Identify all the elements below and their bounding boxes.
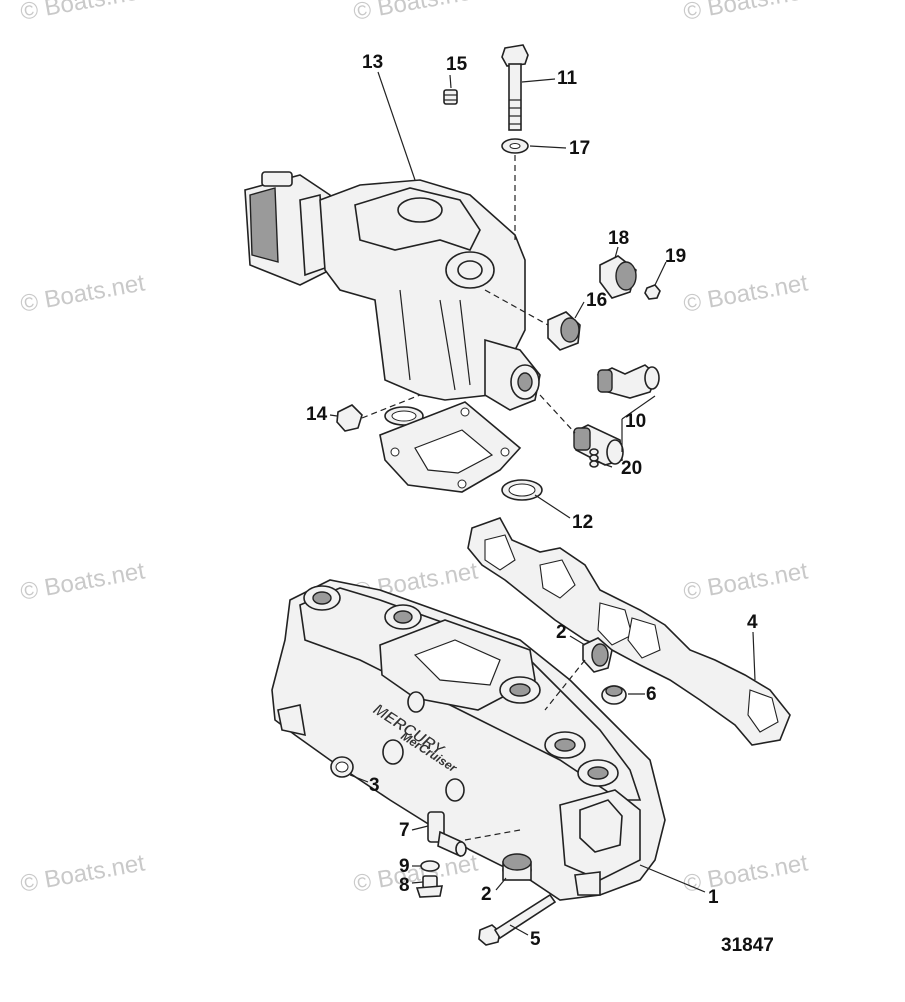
callout-6: 6 bbox=[646, 684, 657, 705]
callout-8: 8 bbox=[399, 875, 410, 896]
set-screw-15 bbox=[443, 89, 458, 105]
elbow-assembly bbox=[244, 171, 541, 411]
watermark: © Boats.net bbox=[681, 269, 810, 317]
washer-9 bbox=[420, 860, 440, 872]
fitting-10-lower bbox=[573, 424, 624, 466]
callout-10: 10 bbox=[625, 411, 646, 432]
callout-16: 16 bbox=[586, 290, 607, 311]
watermark: © Boats.net bbox=[18, 269, 147, 317]
callout-5: 5 bbox=[530, 929, 541, 950]
gasket-plate bbox=[379, 401, 522, 493]
leader-lines bbox=[329, 71, 756, 936]
manifold-gasket-4 bbox=[467, 517, 791, 746]
callout-18: 18 bbox=[608, 228, 629, 249]
bolt-5 bbox=[478, 893, 557, 946]
callout-9: 9 bbox=[399, 856, 410, 877]
callout-20: 20 bbox=[621, 458, 642, 479]
callout-17: 17 bbox=[569, 138, 590, 159]
figure-number: 31847 bbox=[721, 935, 774, 956]
bolt-11 bbox=[501, 44, 529, 131]
fitting-16 bbox=[547, 311, 581, 351]
exhaust-manifold: MERCURY MerCruiser bbox=[271, 579, 666, 901]
callout-3: 3 bbox=[369, 775, 380, 796]
callout-13: 13 bbox=[362, 52, 383, 73]
watermark: © Boats.net bbox=[681, 557, 810, 605]
tee-fitting-7 bbox=[427, 811, 467, 858]
watermark: © Boats.net bbox=[18, 557, 147, 605]
watermark: © Boats.net bbox=[18, 0, 147, 26]
plug-18 bbox=[599, 255, 637, 299]
watermark: © Boats.net bbox=[18, 849, 147, 897]
callouts: 13 15 11 17 18 19 16 10 14 20 12 4 2 6 3… bbox=[306, 52, 758, 950]
callout-12: 12 bbox=[572, 512, 593, 533]
watermark: © Boats.net bbox=[351, 0, 480, 26]
fitting-10-upper bbox=[596, 364, 660, 399]
plug-2-lower bbox=[502, 853, 532, 881]
plug-14 bbox=[336, 404, 363, 432]
plug-2-upper bbox=[582, 637, 613, 673]
callout-7: 7 bbox=[399, 820, 410, 841]
plug-6 bbox=[601, 685, 627, 705]
nut-19 bbox=[644, 284, 661, 300]
callout-11: 11 bbox=[557, 68, 578, 89]
callout-1: 1 bbox=[708, 887, 719, 908]
callout-2-upper: 2 bbox=[556, 622, 567, 643]
callout-14: 14 bbox=[306, 404, 328, 425]
callout-4: 4 bbox=[747, 612, 758, 633]
callout-19: 19 bbox=[665, 246, 686, 267]
callout-2-lower: 2 bbox=[481, 884, 492, 905]
watermark: © Boats.net bbox=[681, 0, 810, 26]
callout-15: 15 bbox=[446, 54, 468, 75]
clip-20 bbox=[589, 448, 599, 468]
